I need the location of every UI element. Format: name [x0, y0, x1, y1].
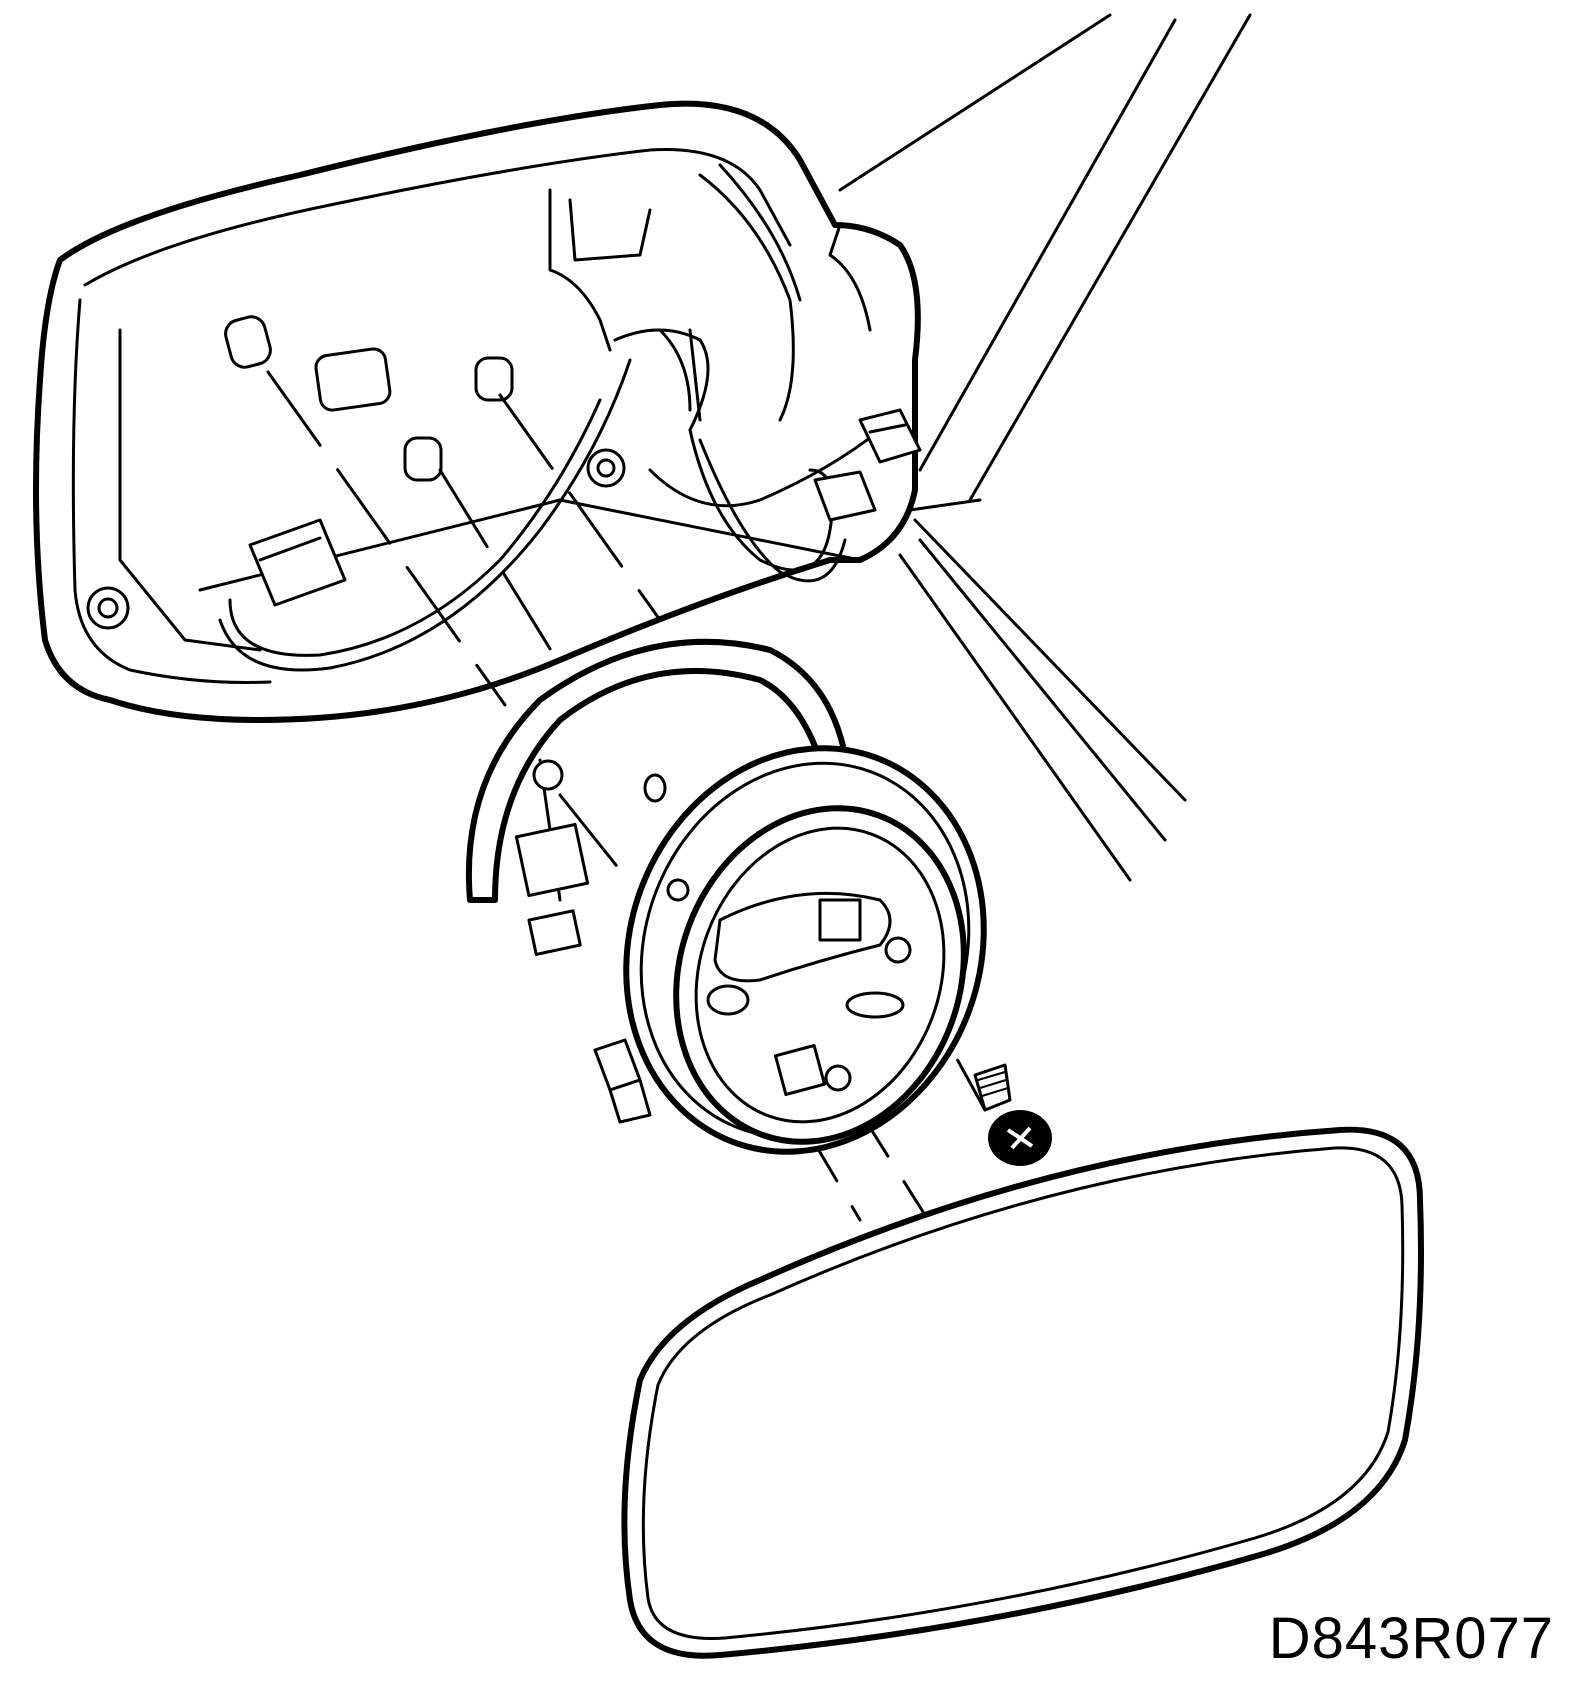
- wiring-harness-icon: [218, 328, 882, 672]
- door-frame-icon: [838, 13, 1252, 882]
- screw-icon: [973, 1063, 1052, 1166]
- mirror-housing-icon: [33, 100, 921, 723]
- adjustment-motor-icon: [514, 745, 987, 1155]
- mirror-glass-icon: [621, 1126, 1424, 1659]
- connector-icon: [248, 408, 922, 607]
- figure-code: D843R077: [1268, 1606, 1554, 1671]
- housing-pins: [86, 315, 626, 630]
